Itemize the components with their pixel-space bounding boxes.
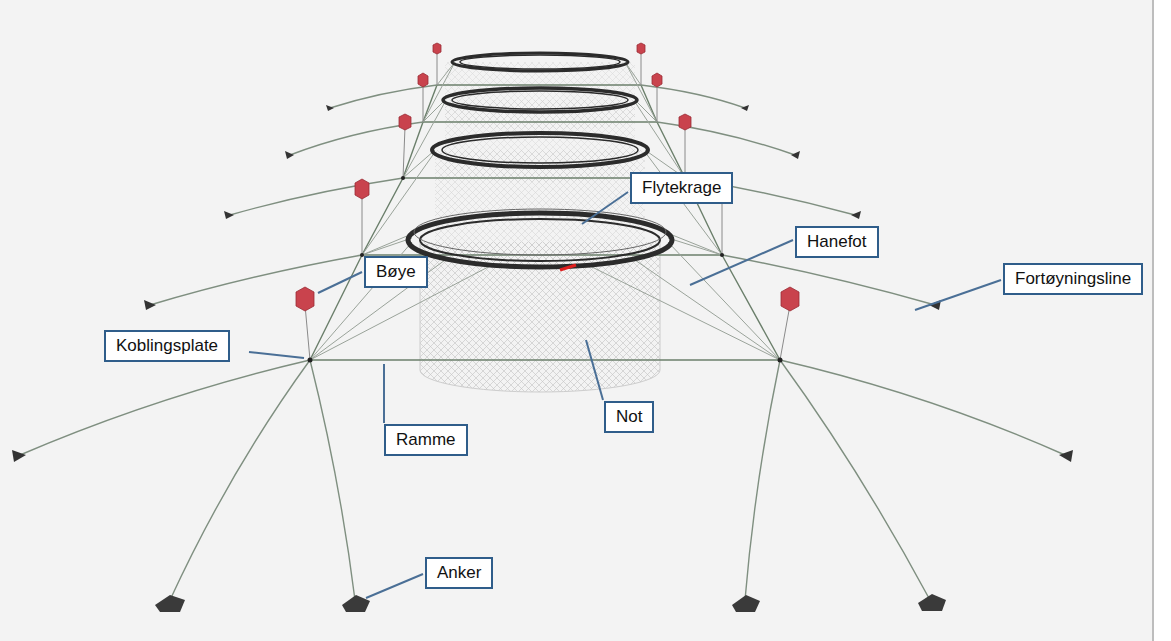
buoys bbox=[296, 43, 799, 311]
part-label: Not bbox=[604, 401, 654, 433]
part-label: Anker bbox=[425, 557, 493, 589]
part-label: Bøye bbox=[364, 256, 428, 288]
panel-edge bbox=[1152, 0, 1154, 641]
part-label: Flytekrage bbox=[630, 172, 733, 204]
mooring-lines bbox=[20, 85, 1065, 600]
buoy-lines bbox=[305, 52, 790, 360]
floating-collars bbox=[408, 53, 672, 267]
part-label: Koblingsplate bbox=[104, 330, 230, 362]
part-label: Fortøyningsline bbox=[1003, 263, 1143, 295]
frame-lines bbox=[310, 85, 780, 360]
net bbox=[420, 62, 660, 392]
bridle-lines bbox=[310, 62, 780, 360]
line-ends bbox=[12, 105, 1073, 462]
leader-lines bbox=[249, 192, 1001, 598]
part-label: Hanefot bbox=[795, 226, 879, 258]
part-label: Ramme bbox=[384, 424, 468, 456]
anchors bbox=[155, 594, 946, 612]
red-marker bbox=[560, 265, 576, 270]
